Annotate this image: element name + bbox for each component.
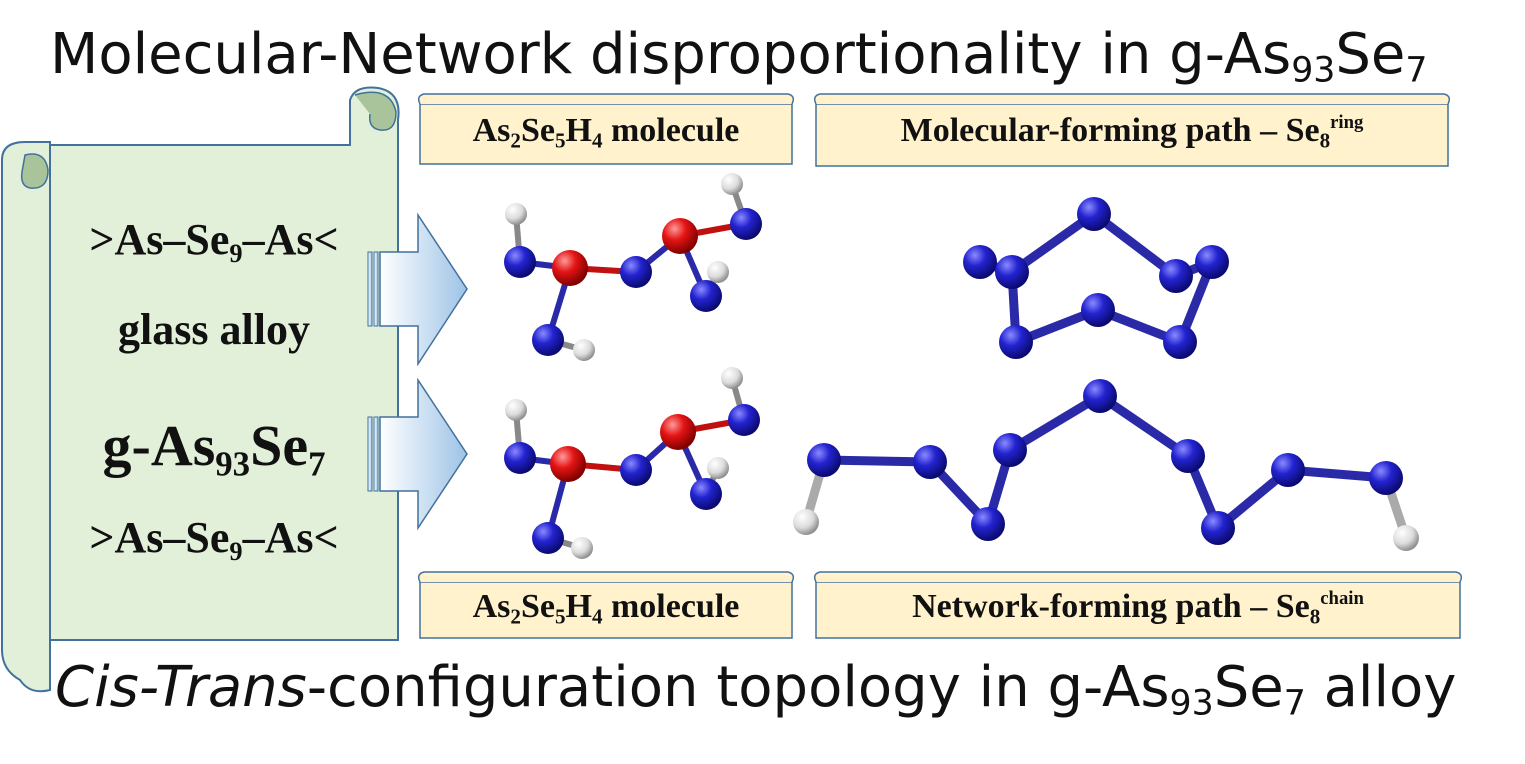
se-atom <box>620 256 652 288</box>
molecule-bottom <box>504 367 760 559</box>
se-atom <box>620 454 652 486</box>
title-bottom: Cis-Trans-configuration topology in g-As… <box>55 655 1457 724</box>
se-atom <box>690 478 722 510</box>
se-atom <box>1171 439 1205 473</box>
as-atom <box>550 446 586 482</box>
se-atom <box>1195 245 1229 279</box>
se-atom <box>504 442 536 474</box>
h-atom <box>573 339 595 361</box>
se-atom <box>1083 379 1117 413</box>
se8-ring <box>963 197 1229 359</box>
banner-top-right-label: Molecular-forming path – Se8ring <box>900 112 1364 153</box>
banner-bottom-left-shape <box>417 571 795 639</box>
se-atom <box>1201 511 1235 545</box>
scroll-shape <box>1 86 400 693</box>
se-atom <box>532 324 564 356</box>
banner-top-right-shape <box>813 93 1451 167</box>
se-atom <box>1163 325 1197 359</box>
banner-bottom-right-label: Network-forming path – Se8chain <box>912 588 1364 629</box>
h-atom <box>707 261 729 283</box>
banner-top-left-label: As2Se5H4 molecule <box>472 112 740 153</box>
banner-bottom-right-shape <box>813 571 1463 639</box>
se-atom <box>913 445 947 479</box>
as-atom <box>552 250 588 286</box>
h-atom <box>721 367 743 389</box>
molecule-top <box>504 173 762 361</box>
se-atom <box>504 246 536 278</box>
banner-bottom-left-label: As2Se5H4 molecule <box>472 588 740 629</box>
se-atom <box>995 255 1029 289</box>
h-atom <box>1393 525 1419 551</box>
se-atom <box>999 325 1033 359</box>
as-atom <box>662 218 698 254</box>
h-atom <box>571 537 593 559</box>
se-atom <box>1081 293 1115 327</box>
se-atom <box>690 280 722 312</box>
h-atom <box>793 509 819 535</box>
banner-top-left-shape <box>417 93 795 165</box>
se-atom <box>963 245 997 279</box>
se-atom <box>728 404 760 436</box>
arrow-top <box>367 212 468 367</box>
h-atom <box>505 399 527 421</box>
title-top: Molecular-Network disproportionality in … <box>50 22 1428 91</box>
arrow-bottom <box>367 377 468 531</box>
se-atom <box>1369 461 1403 495</box>
h-atom <box>721 173 743 195</box>
as-atom <box>660 414 696 450</box>
se8-chain <box>793 379 1419 551</box>
se-atom <box>532 522 564 554</box>
h-atom <box>505 203 527 225</box>
scroll-line-2: glass alloy <box>118 305 310 354</box>
scroll-line-1: >As–Se9–As< <box>89 215 339 268</box>
se-atom <box>993 433 1027 467</box>
se-atom <box>971 507 1005 541</box>
se-atom <box>807 443 841 477</box>
se-atom <box>1077 197 1111 231</box>
se-atom <box>1159 259 1193 293</box>
h-atom <box>707 457 729 479</box>
se-atom <box>1271 453 1305 487</box>
scroll-line-3: g-As93Se7 <box>102 413 326 484</box>
se-atom <box>730 208 762 240</box>
scroll-line-4: >As–Se9–As< <box>89 513 339 566</box>
